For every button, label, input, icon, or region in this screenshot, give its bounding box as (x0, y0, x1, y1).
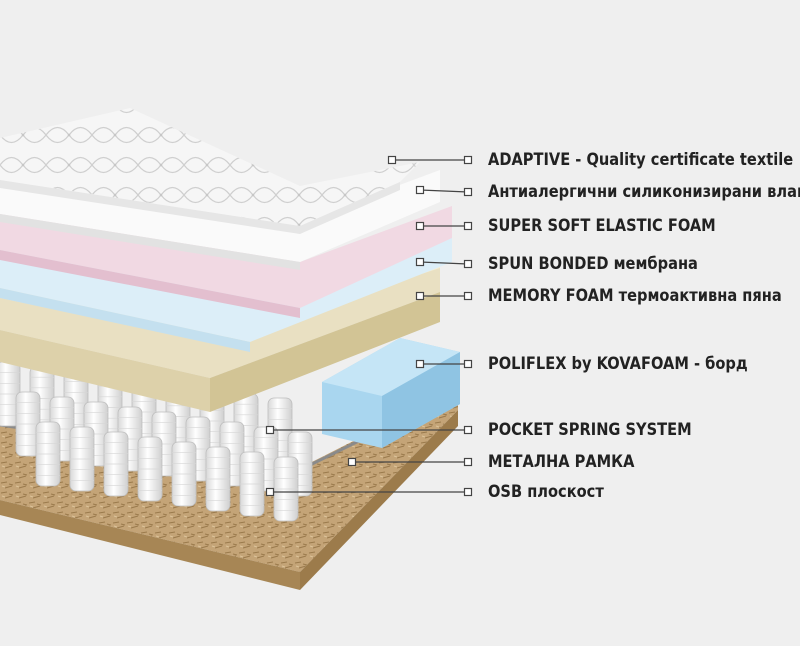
layer-label: ADAPTIVE - Quality certificate textile (488, 150, 794, 170)
layer-label: MEMORY FOAM термоактивна пяна (488, 286, 782, 306)
layer-label: МЕТАЛНА РАМКА (488, 452, 635, 472)
leader-lines (265, 155, 473, 497)
leader-endpoint-marker (463, 487, 473, 497)
layer-label: OSB плоскост (488, 482, 604, 502)
leader-endpoint-marker (415, 359, 425, 369)
leader-endpoint-marker (415, 221, 425, 231)
leader-endpoint-marker (387, 155, 397, 165)
leader-endpoint-marker (463, 187, 473, 197)
leader-endpoint-marker (463, 359, 473, 369)
leader-endpoint-marker (347, 457, 357, 467)
poliflex-board (322, 338, 460, 448)
quilted-cover (0, 108, 420, 234)
pocket-spring-system (0, 361, 313, 522)
layer-label: SUPER SOFT ELASTIC FOAM (488, 216, 716, 236)
leader-endpoint-marker (463, 221, 473, 231)
leader-line (419, 261, 469, 265)
leader-endpoint-marker (463, 425, 473, 435)
leader-endpoint-marker (463, 155, 473, 165)
spun-bonded-membrane (0, 232, 452, 352)
layer-label: Антиалергични силиконизирани влакна (488, 182, 800, 202)
leader-endpoint-marker (415, 257, 425, 267)
leader-endpoint-marker (415, 185, 425, 195)
leader-endpoint-marker (463, 457, 473, 467)
leader-endpoint-marker (463, 259, 473, 269)
leader-endpoint-marker (463, 291, 473, 301)
leader-endpoint-marker (265, 487, 275, 497)
layer-label: POLIFLEX by KOVAFOAM - борд (488, 354, 748, 374)
leader-endpoint-marker (415, 291, 425, 301)
layer-label: POCKET SPRING SYSTEM (488, 420, 692, 440)
leader-endpoint-marker (265, 425, 275, 435)
leader-line (419, 189, 469, 193)
layer-label: SPUN BONDED мембрана (488, 254, 698, 274)
